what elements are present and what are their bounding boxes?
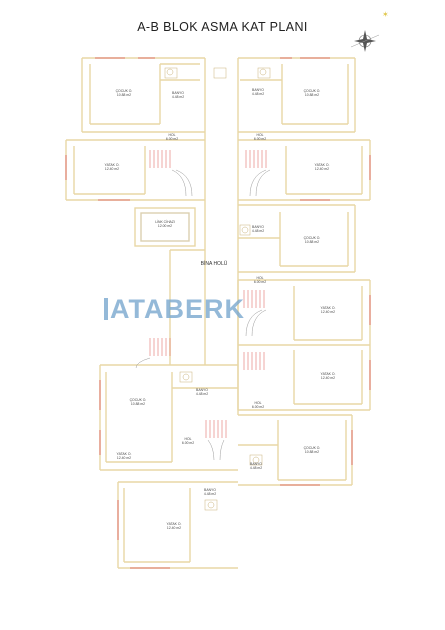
compass-rose-icon xyxy=(350,30,380,52)
north-arrow-icon: ✶ xyxy=(382,10,389,19)
window-marks xyxy=(65,57,371,569)
stair-runs xyxy=(135,169,271,461)
room-label: YATAK O.12.40 m2 xyxy=(104,163,120,171)
stair-treads xyxy=(149,150,267,438)
room-label: YATAK O.12.40 m2 xyxy=(320,372,336,380)
room-label: ÇOCUK O.10.88 m2 xyxy=(303,446,321,454)
svg-text:✶: ✶ xyxy=(382,10,389,19)
plan-title: A-B BLOK ASMA KAT PLANI xyxy=(137,20,308,34)
watermark-logo: ATABERK xyxy=(104,294,245,325)
hall-label: BİNA HOLÜ xyxy=(200,261,228,267)
room-label: YATAK O.12.40 m2 xyxy=(116,452,132,460)
room-label: ÇOCUK O.10.88 m2 xyxy=(303,89,321,97)
room-label: YATAK O.12.40 m2 xyxy=(166,522,182,530)
room-label: YATAK O.12.40 m2 xyxy=(320,306,336,314)
room-label: ÇOCUK O.10.88 m2 xyxy=(303,236,321,244)
room-label: ÇOCUK O.10.88 m2 xyxy=(129,398,147,406)
wall-details xyxy=(164,67,271,511)
room-label: YATAK O.12.40 m2 xyxy=(314,163,330,171)
room-label: ÇOCUK O.10.88 m2 xyxy=(115,89,133,97)
wall-lines xyxy=(65,57,371,569)
